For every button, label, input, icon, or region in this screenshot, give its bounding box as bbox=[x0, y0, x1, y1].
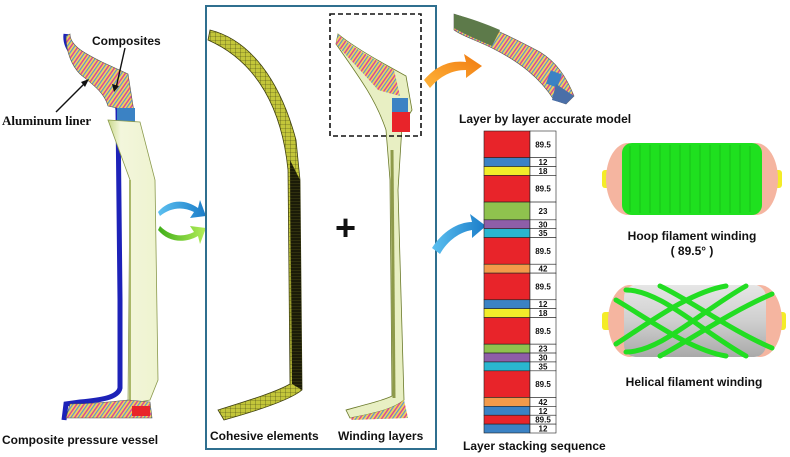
stack-layer-angle: 42 bbox=[539, 398, 548, 407]
stack-layer-color bbox=[483, 352, 531, 363]
stack-layer-angle: 89.5 bbox=[535, 282, 551, 291]
stack-layer-color bbox=[483, 397, 531, 407]
stack-layer-angle: 12 bbox=[539, 407, 548, 416]
winding-layers-model bbox=[335, 33, 413, 420]
stack-arrow-blue bbox=[432, 214, 486, 254]
label-composite-pressure-vessel: Composite pressure vessel bbox=[2, 433, 158, 447]
label-layer-stacking-sequence: Layer stacking sequence bbox=[463, 439, 606, 453]
stack-layer-angle: 12 bbox=[539, 425, 548, 434]
stack-layer-color bbox=[483, 219, 531, 230]
stack-layer-angle: 30 bbox=[539, 354, 548, 363]
stack-layer-color bbox=[483, 361, 531, 372]
stack-layer-color bbox=[483, 228, 531, 238]
hoop-cylinder bbox=[622, 143, 762, 215]
stack-layer-angle: 30 bbox=[539, 220, 548, 229]
bottom-red-patch bbox=[132, 406, 150, 416]
stack-layer-color bbox=[483, 406, 531, 416]
stack-layer-color bbox=[483, 414, 531, 425]
stack-layer-cell bbox=[529, 175, 557, 203]
stack-layer-angle: 12 bbox=[539, 158, 548, 167]
zoom-arrow-orange bbox=[424, 54, 482, 88]
exchange-arrow-green bbox=[158, 226, 206, 244]
stack-layer-angle: 89.5 bbox=[535, 140, 551, 149]
stack-layer-angle: 12 bbox=[539, 300, 548, 309]
stack-layer-angle: 89.5 bbox=[535, 247, 551, 256]
cohesive-elements-mesh bbox=[207, 29, 303, 421]
stack-layer-angle: 42 bbox=[539, 265, 548, 274]
exchange-arrow-blue bbox=[158, 200, 206, 218]
composites-leader-head bbox=[112, 84, 119, 92]
liner-leader bbox=[55, 81, 87, 113]
stack-layer-angle: 89.5 bbox=[535, 416, 551, 425]
composites-leader bbox=[115, 47, 126, 89]
label-helical-winding: Helical filament winding bbox=[626, 375, 763, 389]
label-hoop-angle: ( 89.5° ) bbox=[671, 244, 714, 258]
liner-leader-head bbox=[81, 79, 89, 87]
stack-layer-cell bbox=[529, 130, 557, 158]
helical-winding-bands bbox=[613, 283, 775, 359]
stack-layer-color bbox=[483, 130, 531, 158]
stack-layer-color bbox=[483, 237, 531, 265]
layer-stacking-table: 89.5121889.523303589.54289.5121889.52330… bbox=[483, 130, 557, 434]
hoop-winding-lines bbox=[629, 145, 751, 213]
stack-layer-angle: 18 bbox=[539, 167, 548, 176]
stack-layer-angle: 35 bbox=[539, 362, 548, 371]
stack-layer-color bbox=[483, 308, 531, 318]
stack-layer-cell bbox=[529, 423, 557, 434]
label-cohesive-elements: Cohesive elements bbox=[210, 429, 319, 443]
stack-layer-angle: 23 bbox=[539, 345, 548, 354]
stack-layer-color bbox=[483, 370, 531, 398]
composite-layers-bottom bbox=[65, 399, 153, 419]
stack-layer-angle: 89.5 bbox=[535, 185, 551, 194]
stack-layer-color bbox=[483, 343, 531, 354]
label-aluminum-liner: Aluminum liner bbox=[2, 113, 91, 128]
composite-pressure-vessel bbox=[55, 33, 159, 421]
aluminum-liner-bottom bbox=[61, 300, 123, 421]
stack-layer-color bbox=[483, 201, 531, 221]
stack-layer-color bbox=[483, 317, 531, 345]
label-hoop-winding: Hoop filament winding bbox=[628, 229, 757, 243]
vessel-body bbox=[107, 119, 159, 405]
stack-layer-color bbox=[483, 157, 531, 167]
stack-layer-color bbox=[483, 299, 531, 309]
stack-layer-cell bbox=[529, 237, 557, 265]
helical-winding-tank bbox=[602, 283, 786, 359]
layer-by-layer-model bbox=[453, 13, 575, 105]
stack-layer-angle: 35 bbox=[539, 229, 548, 238]
fe-model-panel bbox=[205, 5, 437, 450]
label-winding-layers: Winding layers bbox=[338, 429, 424, 443]
plus-sign: + bbox=[335, 207, 356, 248]
stack-layer-color bbox=[483, 272, 531, 301]
layer-blue-patch bbox=[117, 108, 135, 122]
stack-layer-color bbox=[483, 166, 531, 176]
stack-layer-color bbox=[483, 175, 531, 203]
label-composites: Composites bbox=[92, 34, 161, 48]
hoop-winding-tank bbox=[602, 143, 782, 215]
stack-layer-color bbox=[483, 423, 531, 434]
stack-layer-cell bbox=[529, 370, 557, 398]
stack-layer-angle: 23 bbox=[539, 207, 548, 216]
stack-layer-angle: 89.5 bbox=[535, 327, 551, 336]
stack-layer-angle: 89.5 bbox=[535, 380, 551, 389]
stack-layer-color bbox=[483, 263, 531, 274]
zoom-selection-box bbox=[329, 13, 422, 137]
composite-layers-top bbox=[65, 33, 135, 113]
stack-layer-angle: 18 bbox=[539, 309, 548, 318]
label-layer-by-layer-model: Layer by layer accurate model bbox=[459, 112, 631, 126]
